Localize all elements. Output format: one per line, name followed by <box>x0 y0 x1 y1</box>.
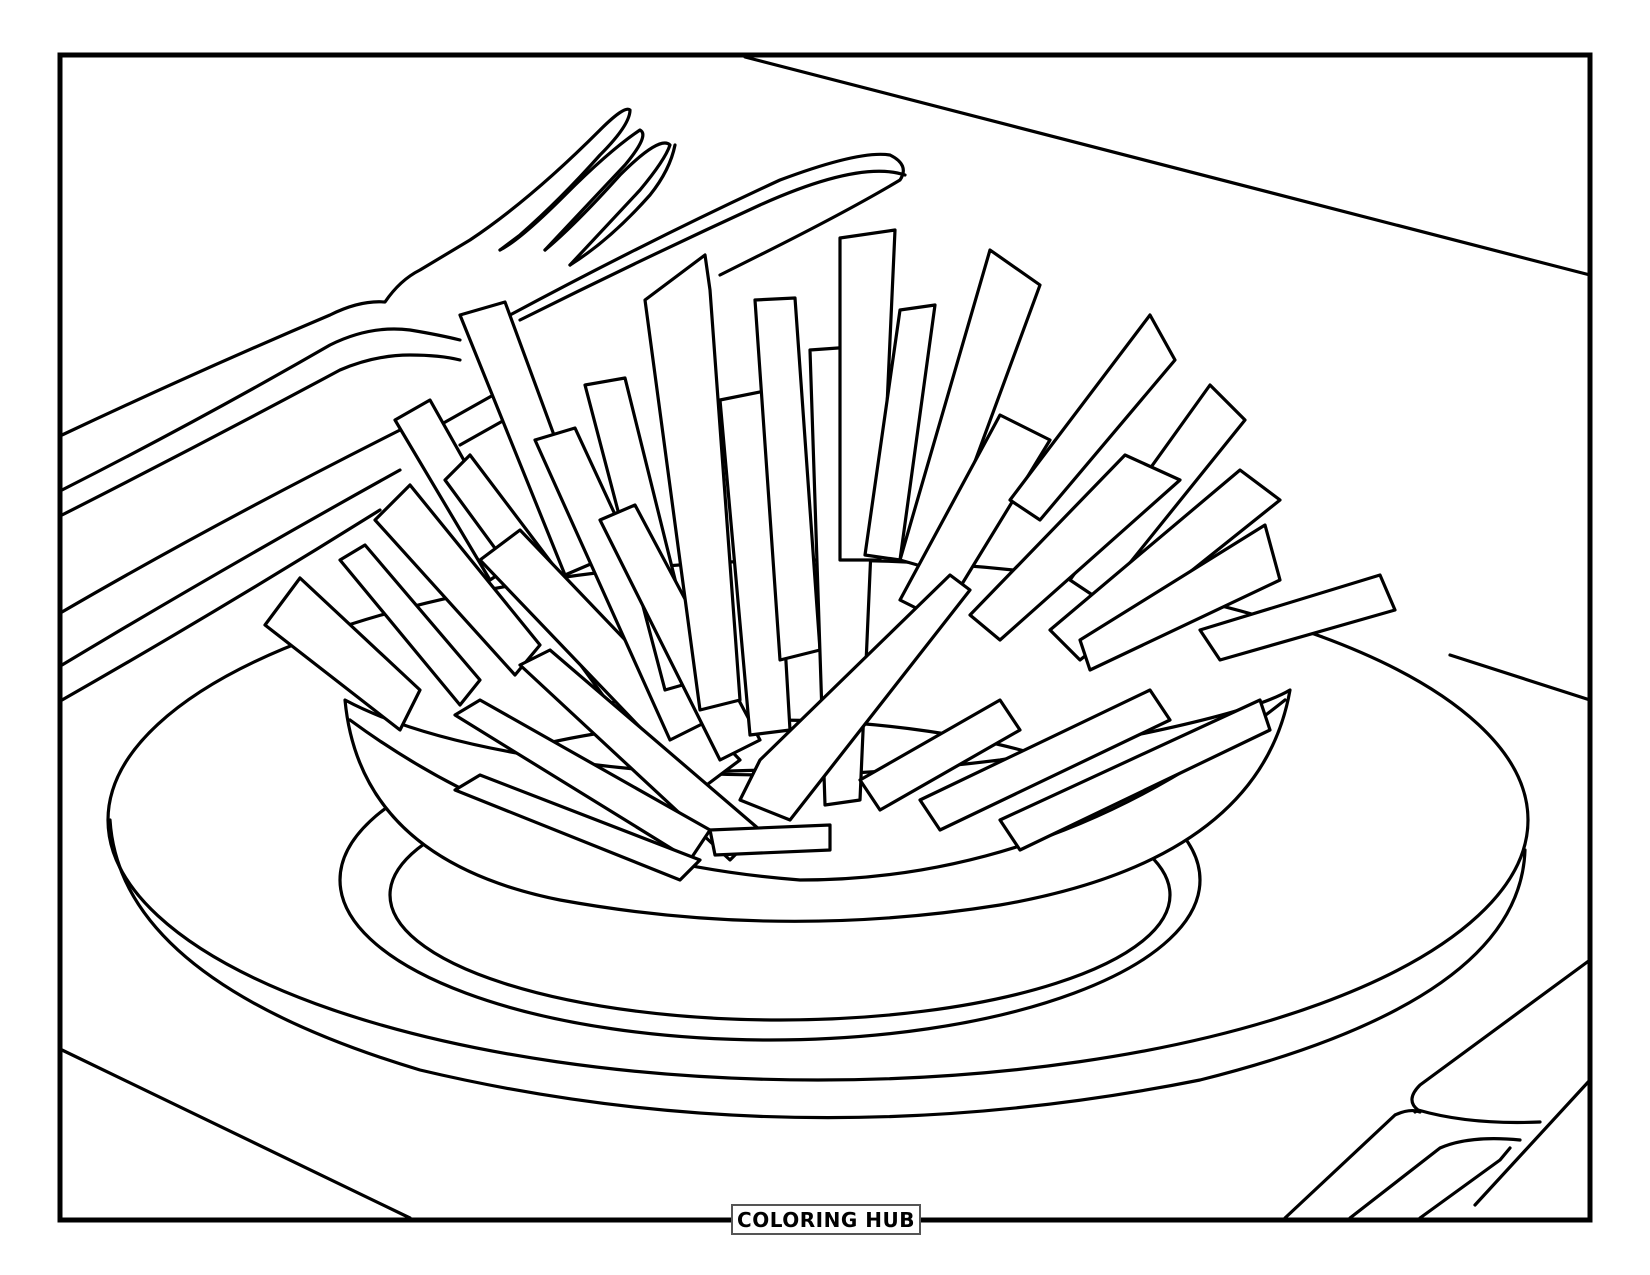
fork <box>60 107 677 702</box>
placemat-lines <box>60 55 1592 1220</box>
coloring-hub-logo: COLORING HUB <box>731 1204 921 1235</box>
french-fries <box>263 228 1397 882</box>
